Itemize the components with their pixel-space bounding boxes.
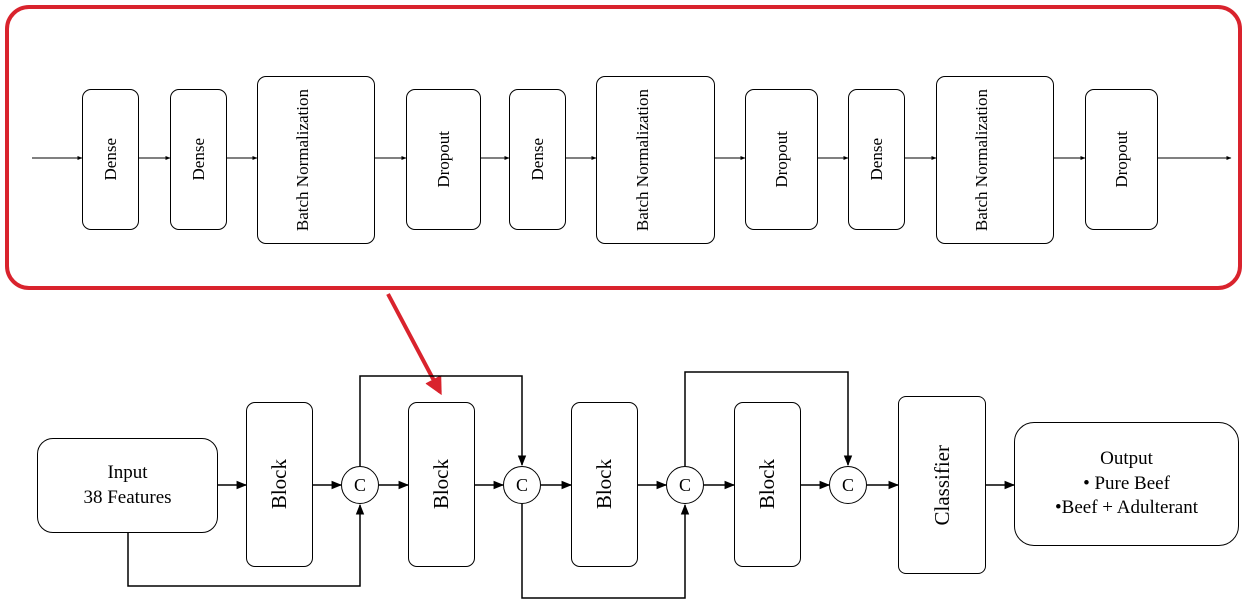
batch-normalization-layer-1-label: Batch Normalization [293,88,312,232]
dropout-layer-2: Dropout [745,89,818,230]
concat-node-2-label: C [515,474,528,495]
concat-node-4: C [829,466,867,504]
output-class-pure-beef: • Pure Beef [1083,472,1170,494]
dropout-layer-3-label: Dropout [1111,131,1131,188]
batch-normalization-layer-3-label: Batch Normalization [972,88,991,232]
dense-layer-1: Dense [82,89,139,230]
concat-node-3-label: C [678,474,691,495]
block-node-1: Block [246,402,313,567]
zoom-arrow [386,293,442,396]
block-node-2: Block [408,402,475,567]
concat-node-4-label: C [841,474,854,495]
block-detail-frame [5,5,1242,290]
classifier-label: Classifier [929,444,954,526]
batch-normalization-layer-3: Batch Normalization [936,76,1054,244]
block-node-4: Block [734,402,801,567]
classifier-node: Classifier [898,396,986,574]
concat-node-1: C [341,466,379,504]
output-class-beef-adulterant: •Beef + Adulterant [1055,497,1198,519]
dense-layer-3-label: Dense [527,138,547,181]
output-title: Output [1100,447,1153,469]
dropout-layer-1-label: Dropout [433,131,453,188]
concat-node-1-label: C [353,474,366,495]
dropout-layer-3: Dropout [1085,89,1158,230]
input-features: 38 Features [83,486,172,508]
dropout-layer-2-label: Dropout [771,131,791,188]
batch-normalization-layer-2-label: Batch Normalization [632,88,652,232]
block-node-4-label: Block [755,459,780,510]
dense-layer-2: Dense [170,89,227,230]
concat-node-2: C [503,466,541,504]
concat-node-3: C [666,466,704,504]
dense-layer-2-label: Dense [188,138,208,181]
dense-layer-4-label: Dense [866,138,886,181]
block-node-3: Block [571,402,638,567]
block-node-3-label: Block [592,459,617,510]
block-node-1-label: Block [267,459,292,510]
dense-layer-3: Dense [509,89,566,230]
output-node: Output • Pure Beef •Beef + Adulterant [1014,422,1239,546]
input-node: Input 38 Features [37,438,218,533]
batch-normalization-layer-1: Batch Normalization [257,76,375,244]
block-node-2-label: Block [429,459,454,510]
main-flow-edges [127,371,1016,599]
batch-normalization-layer-2: Batch Normalization [596,76,715,244]
dense-layer-4: Dense [848,89,905,230]
input-title: Input [107,461,148,483]
dropout-layer-1: Dropout [406,89,481,230]
dense-layer-1-label: Dense [100,138,120,181]
